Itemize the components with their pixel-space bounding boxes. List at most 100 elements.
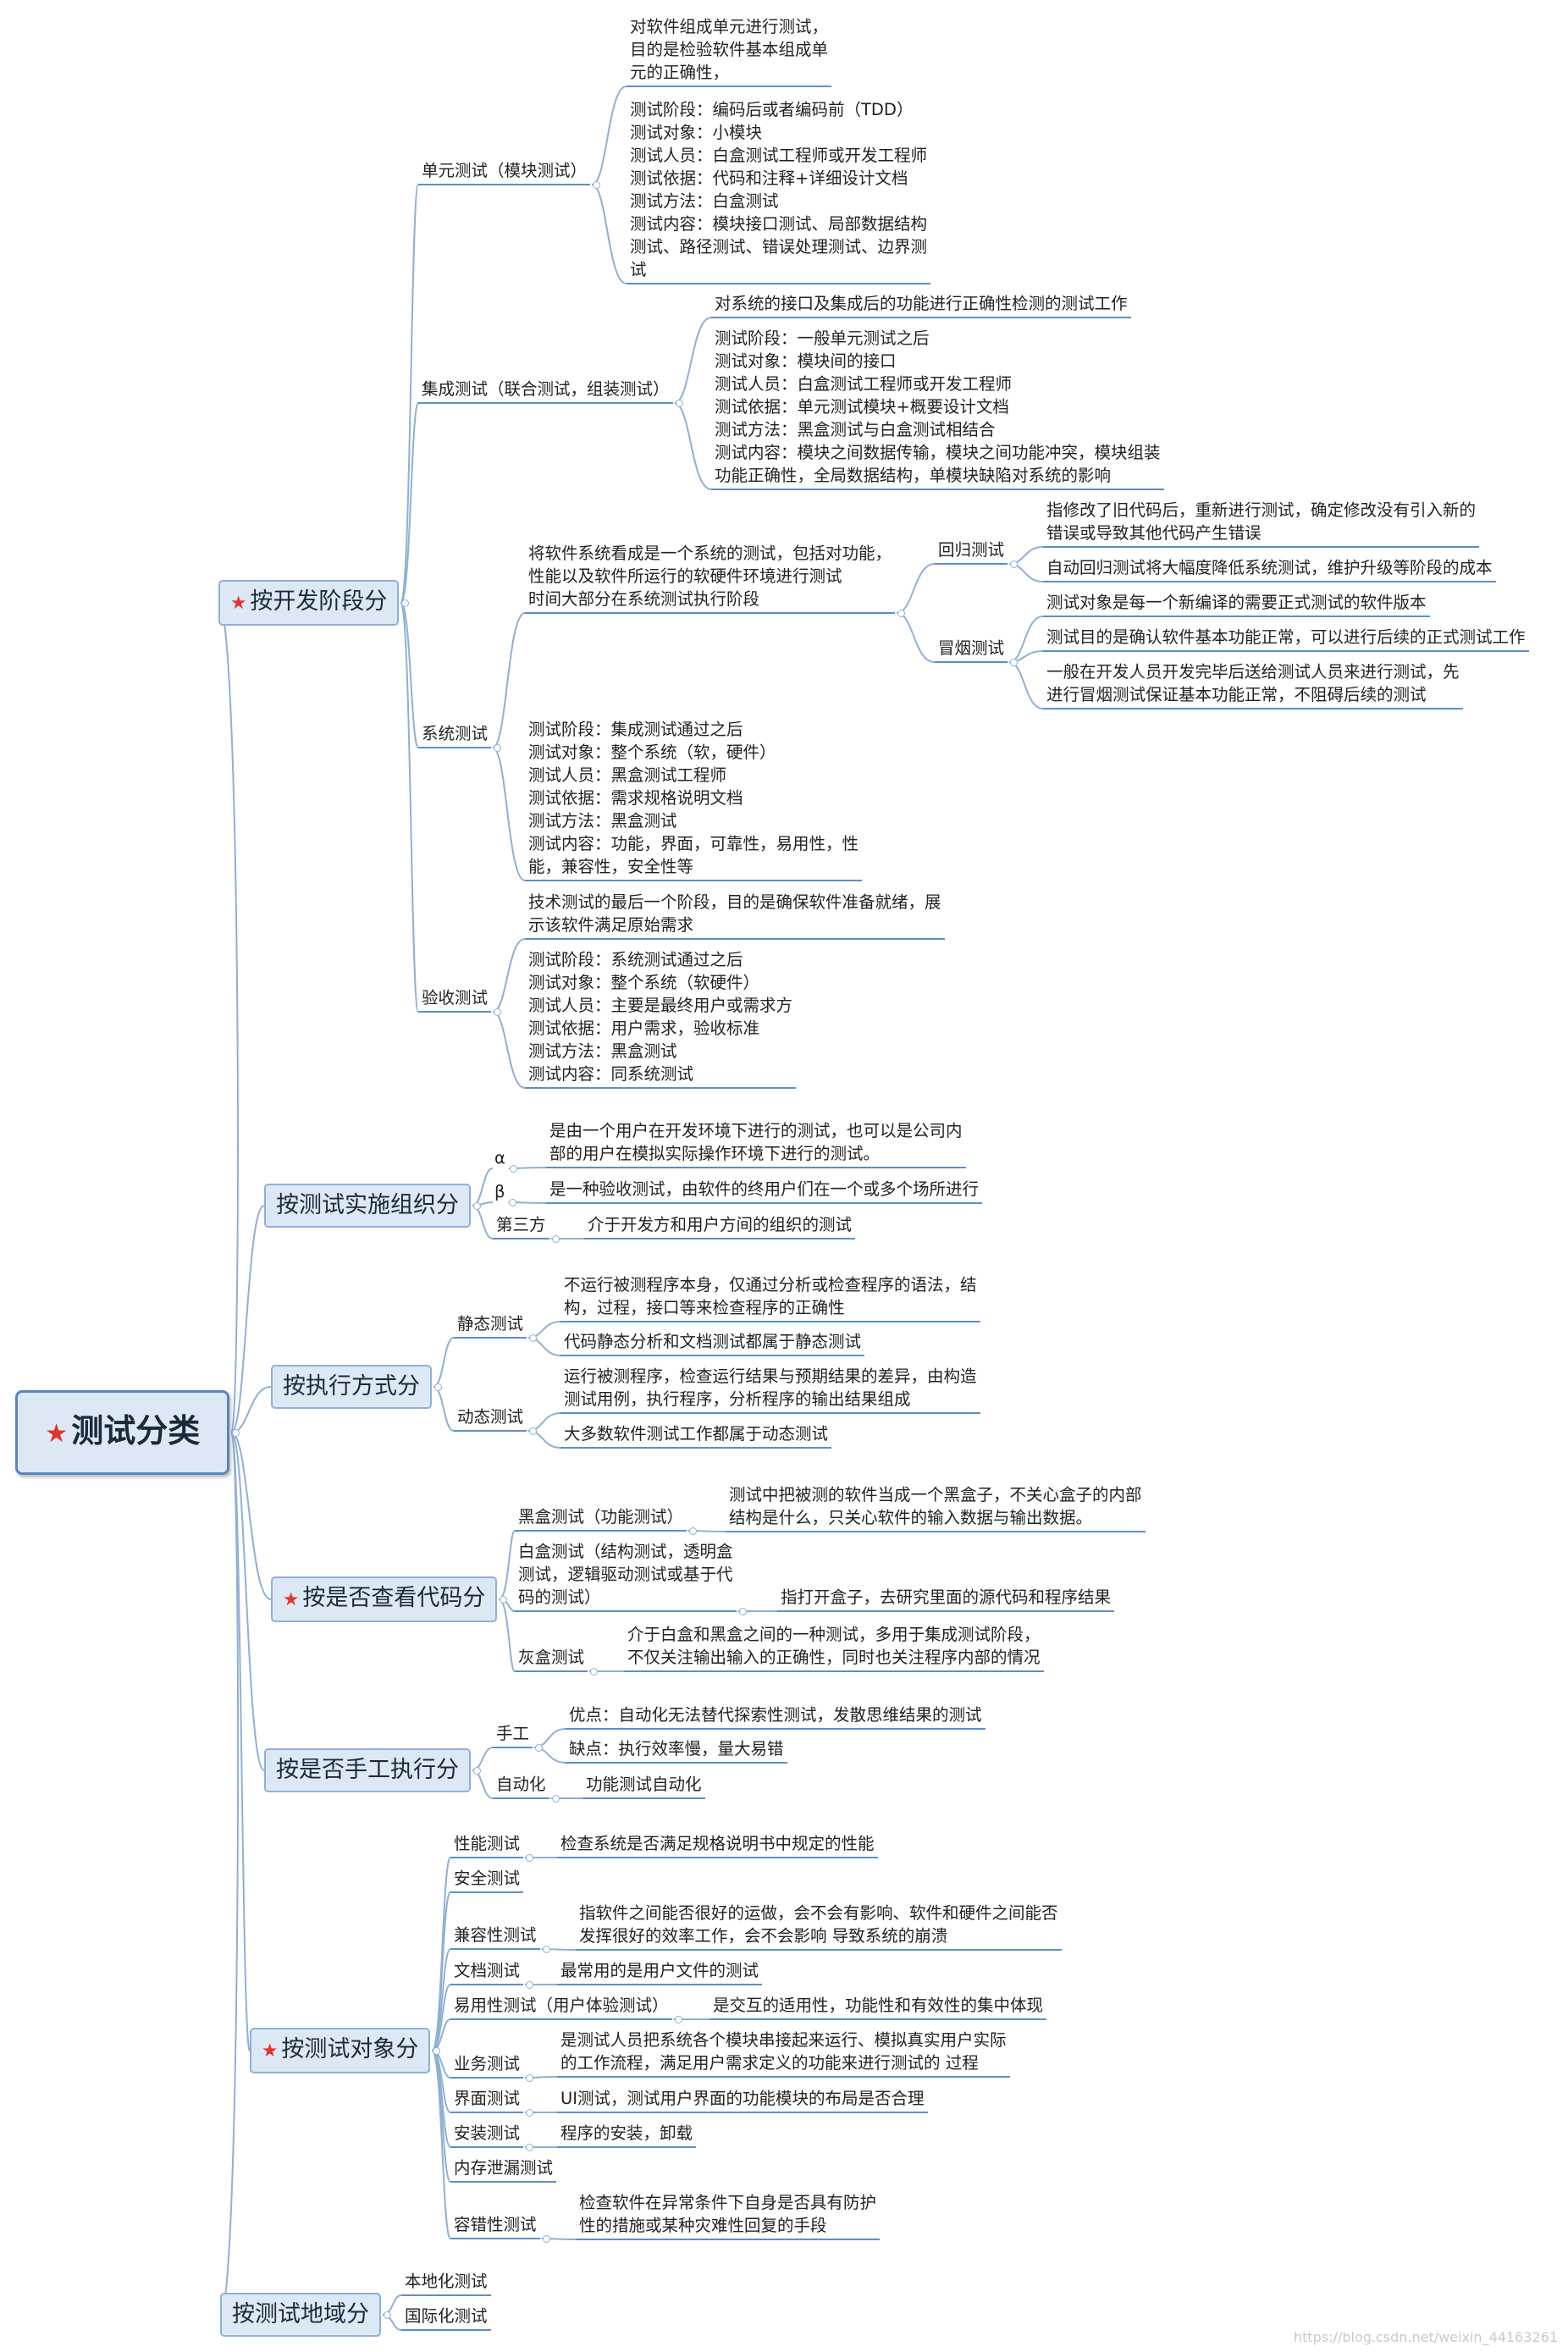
topic-usability-test[interactable]: 易用性测试（用户体验测试） [450, 1994, 672, 2020]
collapse-toggle-icon[interactable] [433, 2047, 441, 2055]
topic-manual-test[interactable]: 手工 [493, 1722, 533, 1748]
topic-document-test[interactable]: 文档测试 [450, 1959, 524, 1985]
connector-line [400, 602, 419, 1013]
topic-white-box-test[interactable]: 白盒测试（结构测试，透明盒 测试，逻辑驱动测试或基于代 码的测试） [515, 1540, 737, 1612]
unit-test-detail: 测试阶段：编码后或者编码前（TDD） 测试对象：小模块 测试人员：白盒测试工程师… [627, 98, 931, 284]
connector-line [231, 1386, 272, 1433]
third-party-test-desc: 介于开发方和用户方间的组织的测试 [584, 1213, 856, 1239]
connector-line [674, 317, 712, 404]
dynamic-test-desc-1: 运行被测程序，检查运行结果与预期结果的差异，由构造 测试用例，执行程序，分析程序… [560, 1365, 980, 1414]
collapse-toggle-icon[interactable] [675, 400, 683, 407]
topic-smoke-test[interactable]: 冒烟测试 [935, 637, 1008, 663]
smoke-test-desc-2: 测试目的是确认软件基本功能正常，可以进行后续的正式测试工作 [1043, 626, 1529, 652]
collapse-toggle-icon[interactable] [526, 2074, 534, 2082]
collapse-toggle-icon[interactable] [542, 2235, 550, 2243]
topic-install-test[interactable]: 安装测试 [450, 2122, 524, 2148]
collapse-toggle-icon[interactable] [689, 1527, 698, 1535]
collapse-toggle-icon[interactable] [897, 610, 906, 617]
manual-test-cons: 缺点：执行效率慢，量大易错 [566, 1737, 787, 1764]
collapse-toggle-icon[interactable] [494, 1008, 502, 1016]
collapse-toggle-icon[interactable] [1010, 560, 1019, 568]
topic-dynamic-test[interactable]: 动态测试 [454, 1405, 527, 1432]
topic-gray-box-test[interactable]: 灰盒测试 [515, 1646, 588, 1672]
collapse-toggle-icon[interactable] [674, 2016, 682, 2023]
connector-line [472, 1770, 494, 1799]
collapse-toggle-icon[interactable] [542, 1946, 550, 1953]
branch-object[interactable]: ★按测试对象分 [250, 2028, 431, 2073]
collapse-toggle-icon[interactable] [473, 1202, 481, 1210]
topic-compatibility-test[interactable]: 兼容性测试 [450, 1924, 540, 1950]
collapse-toggle-icon[interactable] [500, 1596, 508, 1604]
dynamic-test-desc-2: 大多数软件测试工作都属于动态测试 [560, 1422, 832, 1449]
connector-line [230, 1432, 272, 1600]
document-test-desc: 最常用的是用户文件的测试 [557, 1959, 763, 1985]
topic-automation-test[interactable]: 自动化 [493, 1773, 549, 1799]
collapse-toggle-icon[interactable] [509, 1165, 517, 1173]
collapse-toggle-icon[interactable] [401, 599, 410, 607]
topic-beta-test[interactable]: β [494, 1182, 505, 1201]
acceptance-test-detail: 测试阶段：系统测试通过之后 测试对象：整个系统（软硬件） 测试人员：主要是最终用… [525, 948, 797, 1089]
collapse-toggle-icon[interactable] [590, 1668, 599, 1676]
collapse-toggle-icon[interactable] [473, 1767, 481, 1775]
compatibility-test-desc: 指软件之间能否很好的运做，会不会有影响、软件和硬件之间能否 发挥很好的效率工作，… [576, 1902, 1062, 1951]
collapse-toggle-icon[interactable] [526, 1854, 534, 1862]
static-test-desc-1: 不运行被测程序本身，仅通过分析或检查程序的语法，结 构，过程，接口等来检查程序的… [560, 1273, 980, 1322]
connector-line [591, 184, 627, 284]
connector-line [433, 1337, 455, 1388]
black-box-test-desc: 测试中把被测的软件当成一个黑盒子，不关心盒子的内部 结构是什么，只关心软件的输入… [726, 1483, 1146, 1532]
collapse-toggle-icon[interactable] [434, 1383, 442, 1391]
collapse-toggle-icon[interactable] [529, 1334, 538, 1342]
branch-label: 按是否手工执行分 [276, 1757, 459, 1783]
branch-manual[interactable]: 按是否手工执行分 [264, 1748, 471, 1792]
static-test-desc-2: 代码静态分析和文档测试都属于静态测试 [560, 1330, 865, 1356]
root-topic[interactable]: ★测试分类 [15, 1390, 230, 1475]
collapse-toggle-icon[interactable] [494, 744, 502, 752]
collapse-toggle-icon[interactable] [535, 1744, 544, 1752]
collapse-toggle-icon[interactable] [509, 1199, 517, 1206]
branch-region[interactable]: 按测试地域分 [220, 2293, 381, 2337]
collapse-toggle-icon[interactable] [551, 1235, 560, 1243]
collapse-toggle-icon[interactable] [529, 1427, 538, 1435]
topic-business-test[interactable]: 业务测试 [450, 2052, 524, 2079]
topic-internationalization-test[interactable]: 国际化测试 [401, 2305, 491, 2331]
topic-alpha-test[interactable]: α [494, 1148, 505, 1168]
integration-test-detail: 测试阶段：一般单元测试之后 测试对象：模块间的接口 测试人员：白盒测试工程师或开… [711, 327, 1164, 490]
topic-performance-test[interactable]: 性能测试 [450, 1832, 524, 1858]
connector-line [400, 402, 419, 604]
branch-execution[interactable]: 按执行方式分 [271, 1365, 432, 1409]
beta-test-desc: 是一种验收测试，由软件的终用户们在一个或多个场所进行 [546, 1178, 983, 1204]
collapse-toggle-icon[interactable] [1010, 659, 1019, 666]
topic-memory-leak-test[interactable]: 内存泄漏测试 [450, 2156, 557, 2183]
topic-static-test[interactable]: 静态测试 [454, 1312, 527, 1339]
collapse-toggle-icon[interactable] [738, 1608, 747, 1615]
topic-black-box-test[interactable]: 黑盒测试（功能测试） [515, 1505, 687, 1532]
topic-ui-test[interactable]: 界面测试 [450, 2087, 524, 2113]
collapse-toggle-icon[interactable] [593, 181, 601, 189]
topic-third-party-test[interactable]: 第三方 [493, 1213, 549, 1239]
system-test-detail: 测试阶段：集成测试通过之后 测试对象：整个系统（软，硬件） 测试人员：黑盒测试工… [525, 718, 863, 881]
collapse-toggle-icon[interactable] [526, 2144, 534, 2151]
gray-box-test-desc: 介于白盒和黑盒之间的一种测试，多用于集成测试阶段， 不仅关注输出输入的正确性，同… [624, 1623, 1044, 1672]
topic-system-test[interactable]: 系统测试 [418, 722, 492, 748]
star-icon: ★ [262, 2040, 279, 2062]
topic-unit-test[interactable]: 单元测试（模块测试） [418, 159, 591, 185]
system-test-goal: 将软件系统看成是一个系统的测试，包括对功能， 性能以及软件所运行的软硬件环境进行… [525, 542, 896, 614]
collapse-toggle-icon[interactable] [551, 1795, 560, 1803]
topic-acceptance-test[interactable]: 验收测试 [418, 986, 492, 1013]
topic-integration-test[interactable]: 集成测试（联合测试，组装测试） [418, 378, 673, 404]
collapse-toggle-icon[interactable] [526, 2109, 534, 2117]
branch-organization[interactable]: 按测试实施组织分 [264, 1184, 471, 1228]
branch-label: 按开发阶段分 [250, 588, 388, 615]
collapse-toggle-icon[interactable] [384, 2311, 391, 2319]
branch-dev-stage[interactable]: ★按开发阶段分 [218, 580, 400, 626]
topic-regression-test[interactable]: 回归测试 [935, 538, 1008, 565]
collapse-toggle-icon[interactable] [232, 1429, 240, 1437]
usability-test-desc: 是交互的适用性，功能性和有效性的集中体现 [709, 1994, 1047, 2020]
connector-line [230, 1432, 265, 1771]
topic-localization-test[interactable]: 本地化测试 [401, 2270, 491, 2296]
topic-fault-tolerance-test[interactable]: 容错性测试 [450, 2213, 540, 2239]
topic-security-test[interactable]: 安全测试 [450, 1867, 524, 1893]
collapse-toggle-icon[interactable] [526, 1981, 534, 1989]
branch-view-code[interactable]: ★按是否查看代码分 [271, 1576, 498, 1622]
